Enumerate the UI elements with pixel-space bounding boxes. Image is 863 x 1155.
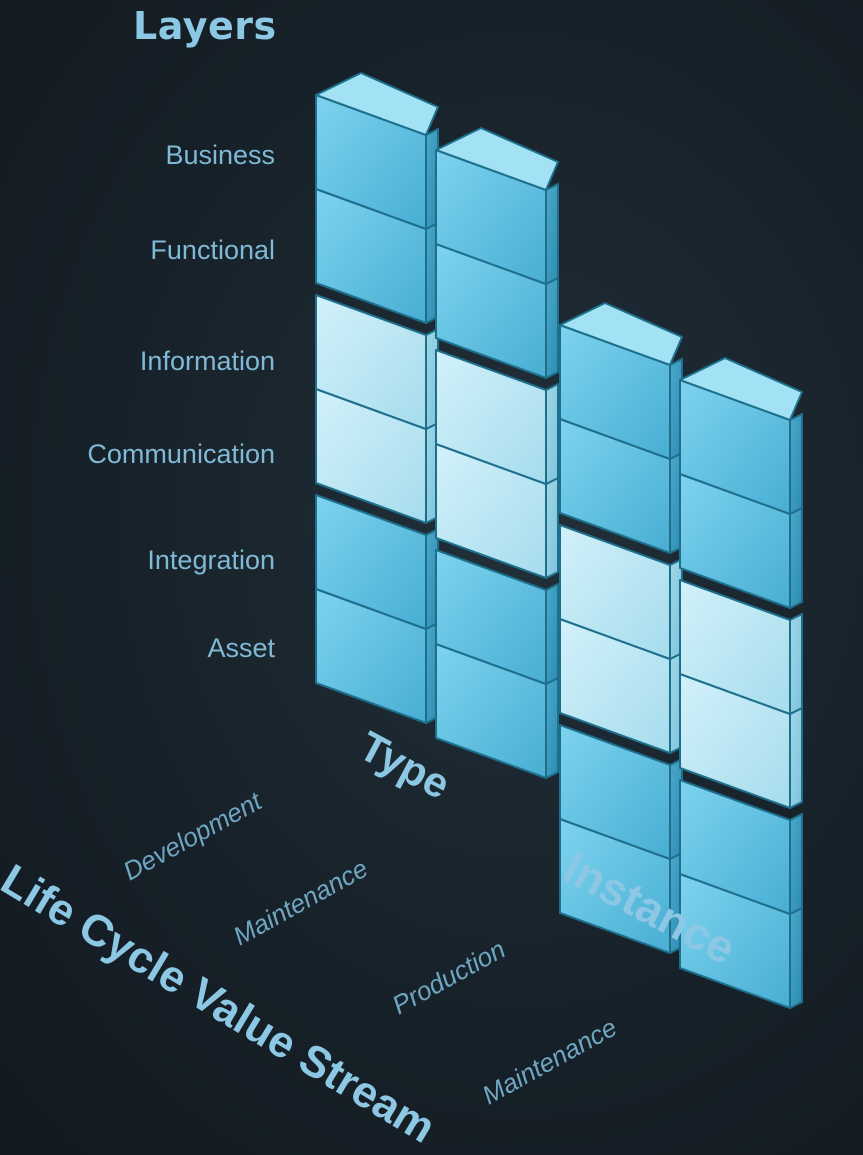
- layer-label-communication: Communication: [87, 439, 275, 469]
- cube-side-face: [545, 383, 559, 485]
- cube-side-face: [545, 583, 559, 685]
- cube-side-face: [545, 277, 559, 379]
- cube-top-face: [559, 302, 683, 366]
- layer-label-information: Information: [139, 346, 275, 376]
- cube-side-face: [545, 477, 559, 579]
- cube-side-face: [789, 613, 803, 715]
- cube-top-face: [679, 357, 803, 421]
- cube-side-face: [789, 907, 803, 1009]
- layer-label-functional: Functional: [150, 235, 275, 265]
- cube-side-face: [789, 507, 803, 609]
- cube-side-face: [789, 813, 803, 915]
- layer-label-integration: Integration: [147, 545, 275, 575]
- cube-side-face: [789, 413, 803, 515]
- layer-label-asset: Asset: [207, 633, 275, 663]
- cube-side-face: [545, 183, 559, 285]
- cube-top-face: [315, 72, 439, 136]
- layers-title: Layers: [133, 4, 277, 48]
- layer-label-business: Business: [165, 140, 275, 170]
- cube-side-face: [789, 707, 803, 809]
- cube-side-face: [545, 677, 559, 779]
- cube-top-face: [435, 127, 559, 191]
